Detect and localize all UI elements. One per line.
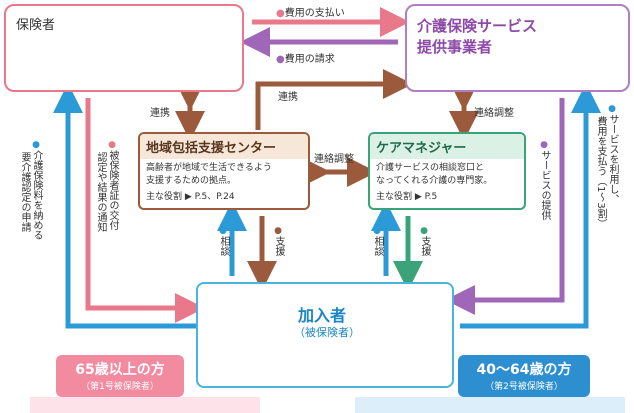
coord-mid-label: 連絡調整 xyxy=(314,154,354,165)
cm-support-label: ●支援 xyxy=(419,226,430,256)
caremgr-desc: 介護サービスの相談窓口と なってくれる介護の専門家。 xyxy=(376,163,493,186)
center-role: 主な役割 ▶ P.5、P.24 xyxy=(146,192,235,202)
provider-box: 介護保険サービス 提供事業者 xyxy=(405,4,630,92)
payment-label: 費用の支払い xyxy=(276,4,345,19)
center-desc: 高齢者が地域で生活できるよう 支援するための拠点。 xyxy=(146,163,272,186)
care-manager-box: ケアマネジャー 介護サービスの相談窓口と なってくれる介護の専門家。 主な役割 … xyxy=(368,132,526,210)
member-title: 加入者 xyxy=(298,306,347,325)
provider-label-line2: 提供事業者 xyxy=(417,38,493,56)
notice-text-2: 認定や結果の通知 xyxy=(95,152,106,232)
provider-label-line1: 介護保険サービス xyxy=(417,17,538,35)
coop-top-label: 連携 xyxy=(278,92,298,103)
insurer-label: 保険者 xyxy=(16,18,56,33)
center-title: 地域包括支援センター xyxy=(140,134,308,159)
use-text: ●サービスを利用し、 xyxy=(607,104,618,204)
use-text-2: 費用を支払う（1〜3割） xyxy=(595,116,606,229)
premium-text: ●介護保険料を納める xyxy=(31,140,42,240)
floor-left xyxy=(30,397,260,413)
center-consult-label: ●相談 xyxy=(218,226,229,256)
member-box: 加入者 （被保険者） xyxy=(196,282,454,388)
insurer-box: 保険者 xyxy=(4,4,244,92)
badge-65-title: 65歳以上の方 xyxy=(75,362,165,378)
caremgr-role: 主な役割 ▶ P.5 xyxy=(376,192,438,202)
badge-65-sub: （第1号被保険者） xyxy=(81,382,159,392)
floor-right xyxy=(355,397,625,413)
notice-text: ●被保険者証の交付 xyxy=(107,140,118,230)
badge-40-64: 40〜64歳の方 （第2号被保険者） xyxy=(458,355,590,397)
member-sub: （被保険者） xyxy=(294,326,360,339)
badge-40-sub: （第2号被保険者） xyxy=(485,382,563,392)
application-text: 要介護認定の申請 xyxy=(19,152,30,232)
arrow-use xyxy=(460,83,601,329)
caremgr-title: ケアマネジャー xyxy=(370,134,524,159)
badge-40-title: 40〜64歳の方 xyxy=(476,362,572,378)
service-provide-text: ●サービスの提供 xyxy=(539,140,550,220)
arrow-premium xyxy=(53,83,200,329)
cm-consult-label: ●相談 xyxy=(372,226,383,256)
community-support-center-box: 地域包括支援センター 高齢者が地域で生活できるよう 支援するための拠点。 主な役… xyxy=(138,132,310,210)
coord-right-label: 連絡調整 xyxy=(474,108,514,119)
arrow-notice xyxy=(85,98,205,323)
coop-left-label: 連携 xyxy=(150,108,170,119)
badge-65-plus: 65歳以上の方 （第1号被保険者） xyxy=(56,355,184,397)
arrow-coop-top xyxy=(255,69,413,130)
billing-label: 費用の請求 xyxy=(276,50,335,65)
center-support-label: ●支援 xyxy=(273,226,284,256)
provider-label: 介護保険サービス 提供事業者 xyxy=(417,16,537,58)
arrow-service xyxy=(445,98,565,315)
